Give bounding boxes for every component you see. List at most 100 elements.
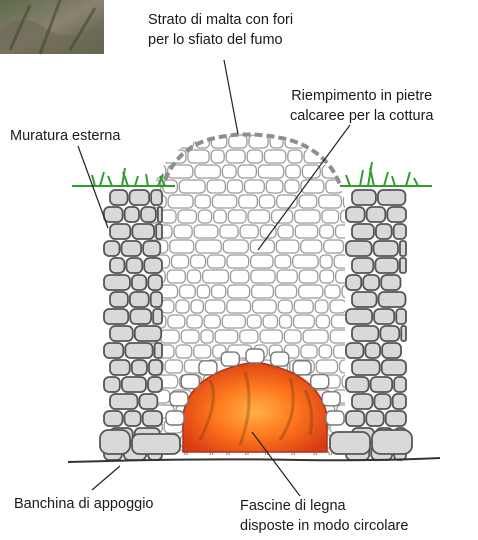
- arch-stone: [271, 352, 289, 366]
- limestone-stone: [239, 195, 258, 208]
- limestone-stone: [222, 315, 245, 328]
- limestone-stone: [294, 315, 315, 328]
- limestone-stone: [191, 300, 203, 313]
- wall-stone: [352, 292, 377, 307]
- limestone-stone: [170, 240, 194, 253]
- wall-stone: [104, 275, 130, 290]
- wall-stone: [151, 292, 162, 307]
- limestone-stone: [211, 150, 224, 163]
- limestone-stone: [178, 210, 196, 223]
- wall-stone: [382, 360, 406, 375]
- limestone-stone: [195, 165, 221, 178]
- limestone-stone: [187, 270, 200, 283]
- label-outer-wall: Muratura esterna: [10, 126, 120, 146]
- limestone-stone: [275, 255, 291, 268]
- wall-stone: [352, 258, 373, 273]
- limestone-stone: [240, 330, 258, 343]
- wall-stone: [372, 430, 412, 454]
- limestone-stone: [320, 225, 334, 238]
- limestone-stone: [320, 255, 332, 268]
- arch-stone: [221, 352, 239, 366]
- wall-stone: [379, 292, 406, 307]
- wall-stone: [104, 411, 122, 426]
- wall-stone: [104, 377, 120, 392]
- limestone-stone: [161, 210, 176, 223]
- limestone-stone: [212, 195, 236, 208]
- wall-stone: [396, 309, 406, 324]
- wall-stone: [346, 241, 372, 256]
- label-mortar-line-1: Strato di malta con fori: [148, 10, 293, 30]
- limestone-stone: [293, 255, 318, 268]
- wall-stone: [140, 394, 158, 409]
- wall-stone: [156, 224, 162, 239]
- limestone-stone: [153, 165, 166, 178]
- limestone-stone: [278, 225, 293, 238]
- wall-stone: [125, 343, 152, 358]
- wall-stone: [141, 207, 156, 222]
- limestone-stone: [153, 135, 172, 148]
- limestone-stone: [295, 225, 317, 238]
- wall-stone: [132, 360, 147, 375]
- limestone-stone: [326, 150, 345, 163]
- wall-stone: [346, 343, 363, 358]
- limestone-stone: [245, 180, 265, 193]
- label-limestone-line-2: calcaree per la cottura: [290, 106, 433, 126]
- limestone-stone: [176, 345, 192, 358]
- limestone-stone: [240, 225, 258, 238]
- wall-stone: [110, 360, 130, 375]
- wall-stone: [378, 190, 405, 205]
- wall-stone: [352, 360, 380, 375]
- wall-stone: [149, 360, 162, 375]
- limestone-stone: [230, 270, 248, 283]
- limestone-stone: [294, 300, 313, 313]
- limestone-stone: [303, 330, 328, 343]
- limestone-stone: [264, 150, 285, 163]
- label-limestone-line-1: Riempimento in pietre: [290, 86, 433, 106]
- rock-photo-thumbnail: [0, 0, 104, 54]
- label-outer-wall-line-1: Muratura esterna: [10, 126, 120, 146]
- label-mortar-line-2: per lo sfiato del fumo: [148, 30, 293, 50]
- wall-stone: [401, 326, 406, 341]
- limestone-stone: [226, 150, 245, 163]
- limestone-stone: [214, 210, 227, 223]
- limestone-stone: [319, 195, 342, 208]
- wall-stone: [380, 326, 399, 341]
- label-mortar-layer: Strato di malta con fori per lo sfiato d…: [148, 10, 293, 50]
- limestone-stone: [161, 330, 180, 343]
- limestone-stone: [168, 195, 193, 208]
- arch-stone: [311, 375, 329, 389]
- wall-stone: [352, 190, 376, 205]
- label-firewood: Fascine di legna disposte in modo circol…: [240, 496, 408, 536]
- wall-stone: [121, 241, 141, 256]
- wall-stone: [132, 224, 154, 239]
- limestone-stone: [288, 150, 302, 163]
- arch-stone: [246, 349, 264, 363]
- limestone-stone: [223, 240, 248, 253]
- wall-stone: [132, 275, 146, 290]
- limestone-stone: [220, 225, 238, 238]
- limestone-stone: [258, 165, 283, 178]
- limestone-stone: [212, 285, 226, 298]
- limestone-stone: [276, 240, 298, 253]
- limestone-stone: [222, 165, 236, 178]
- limestone-stone: [194, 225, 218, 238]
- wall-stone: [375, 258, 398, 273]
- limestone-stone: [203, 270, 229, 283]
- leader-base: [92, 466, 120, 490]
- wall-stone: [346, 275, 361, 290]
- limestone-stone: [299, 285, 323, 298]
- limestone-stone: [286, 165, 301, 178]
- wall-stone: [394, 377, 406, 392]
- limestone-stone: [227, 180, 242, 193]
- limestone-stone: [204, 315, 220, 328]
- limestone-stone: [275, 285, 296, 298]
- wall-stone: [158, 207, 162, 222]
- arch-stone: [170, 392, 188, 406]
- limestone-stone: [179, 180, 205, 193]
- wall-stone: [132, 434, 180, 454]
- limestone-stone: [180, 285, 196, 298]
- limestone-stone: [228, 285, 250, 298]
- wall-stone: [148, 377, 162, 392]
- limestone-stone: [247, 150, 262, 163]
- limestone-stone: [252, 300, 276, 313]
